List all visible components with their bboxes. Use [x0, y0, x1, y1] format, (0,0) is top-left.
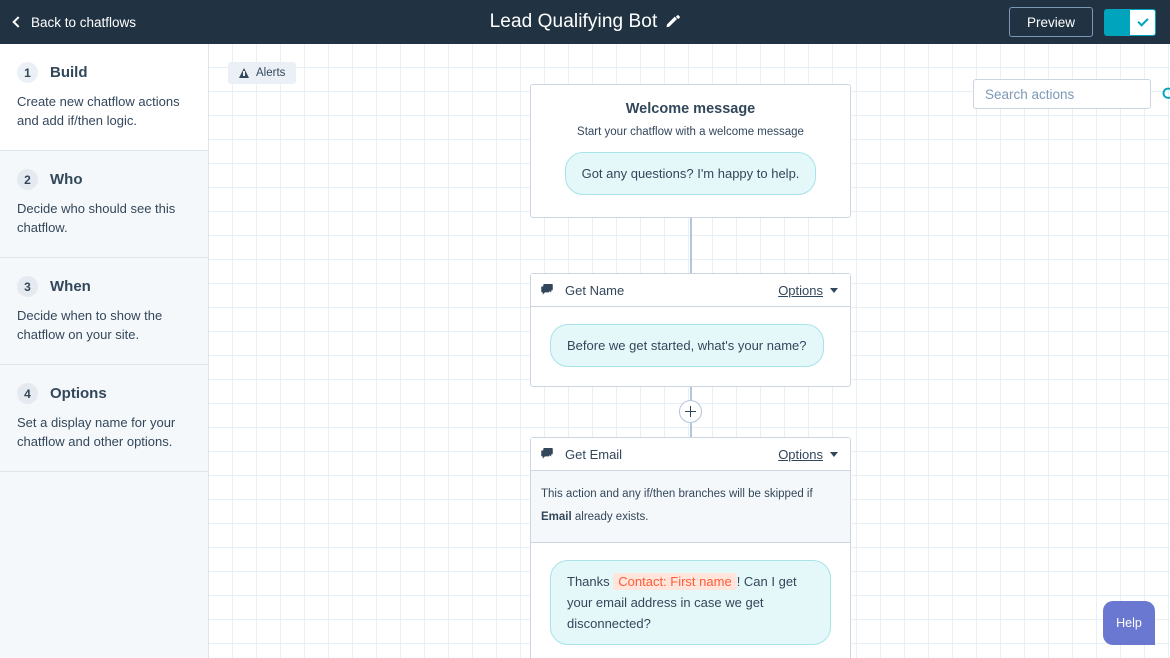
step-number: 4 [17, 383, 38, 404]
toggle-track [1105, 9, 1130, 35]
search-input[interactable] [985, 86, 1162, 102]
pencil-icon-svg [666, 15, 681, 28]
sidebar: 1 Build Create new chatflow actions and … [0, 44, 209, 658]
step-description: Decide who should see this chatflow. [17, 201, 176, 235]
flow-nodes: Welcome message Start your chatflow with… [530, 44, 851, 658]
sidebar-item-build[interactable]: 1 Build Create new chatflow actions and … [0, 44, 208, 151]
chatflow-enabled-toggle[interactable] [1104, 8, 1156, 36]
search-icon-svg [1162, 87, 1170, 99]
get-email-options-dropdown[interactable]: Options [778, 447, 838, 462]
get-email-card-body: Thanks Contact: First name! Can I get yo… [531, 543, 850, 658]
step-number: 2 [17, 169, 38, 190]
title-area: Lead Qualifying Bot [0, 0, 1170, 44]
get-email-skip-note: This action and any if/then branches wil… [531, 471, 850, 543]
options-label: Options [778, 446, 823, 462]
note-prefix: This action and any if/then branches wil… [541, 488, 813, 500]
step-title: When [50, 278, 91, 295]
preview-button[interactable]: Preview [1008, 7, 1093, 37]
alerts-badge[interactable]: Alerts [228, 62, 297, 84]
top-bar-actions: Preview [1008, 0, 1156, 44]
connector-line [689, 423, 692, 437]
get-name-card-title: Get Name [565, 282, 625, 298]
step-title: Options [50, 385, 107, 402]
step-number: 3 [17, 276, 38, 297]
get-name-message-bubble[interactable]: Before we get started, what's your name? [550, 324, 824, 367]
page-title: Lead Qualifying Bot [489, 11, 658, 32]
pencil-icon[interactable] [666, 15, 681, 29]
chat-bubbles-icon-svg [541, 283, 553, 295]
get-name-options-dropdown[interactable]: Options [778, 283, 838, 298]
search-actions-box[interactable] [973, 79, 1170, 109]
get-email-card-title: Get Email [565, 446, 623, 462]
step-title: Build [50, 64, 88, 81]
sidebar-item-when[interactable]: 3 When Decide when to show the chatflow … [0, 258, 208, 365]
top-bar: Back to chatflows Lead Qualifying Bot Pr… [0, 0, 1170, 44]
get-name-card-header: Get Name Options [531, 274, 850, 307]
step-description: Create new chatflow actions and add if/t… [17, 94, 180, 128]
step-description: Set a display name for your chatflow and… [17, 415, 176, 449]
sidebar-item-who[interactable]: 2 Who Decide who should see this chatflo… [0, 151, 208, 258]
step-header: 2 Who [17, 169, 191, 190]
warning-triangle-icon [239, 68, 249, 78]
message-prefix: Thanks [567, 574, 614, 589]
welcome-message-title: Welcome message [625, 101, 756, 117]
chevron-down-icon [830, 451, 838, 457]
get-email-card-header: Get Email Options [531, 438, 850, 471]
personalization-token[interactable]: Contact: First name [613, 573, 737, 590]
step-header: 1 Build [17, 62, 191, 83]
options-label: Options [778, 282, 823, 298]
message-suffix: ! Can I get your email address in case w… [567, 574, 797, 631]
chevron-down-icon [830, 287, 838, 293]
welcome-message-bubble[interactable]: Got any questions? I'm happy to help. [564, 152, 817, 195]
get-name-card-header-left: Get Name [541, 283, 624, 298]
chat-bubbles-icon [541, 283, 556, 297]
help-button[interactable]: Help [1103, 601, 1155, 645]
step-title: Who [50, 171, 83, 188]
chat-bubbles-icon-svg [541, 447, 553, 459]
step-header: 4 Options [17, 383, 191, 404]
chat-bubbles-icon [541, 447, 556, 461]
connector-line [689, 218, 692, 273]
back-to-chatflows-link[interactable]: Back to chatflows [12, 14, 137, 30]
search-icon[interactable] [1162, 87, 1170, 102]
get-email-card-header-left: Get Email [541, 447, 622, 462]
welcome-message-subtitle: Start your chatflow with a welcome messa… [577, 126, 804, 138]
step-description: Decide when to show the chatflow on your… [17, 308, 163, 342]
note-suffix: already exists. [571, 511, 649, 523]
back-link-label: Back to chatflows [31, 14, 137, 30]
get-name-card[interactable]: Get Name Options Before we get started, … [530, 273, 851, 387]
step-number: 1 [17, 62, 38, 83]
chevron-left-icon [12, 15, 24, 28]
plus-icon [689, 406, 692, 417]
welcome-message-card[interactable]: Welcome message Start your chatflow with… [530, 84, 851, 218]
get-email-card[interactable]: Get Email Options This action and any if… [530, 437, 851, 658]
check-icon [1136, 14, 1149, 27]
get-name-card-body: Before we get started, what's your name? [531, 307, 850, 386]
toggle-knob [1130, 9, 1155, 35]
add-action-after-get-name[interactable] [679, 400, 702, 423]
alerts-label: Alerts [256, 67, 286, 79]
sidebar-item-options[interactable]: 4 Options Set a display name for your ch… [0, 365, 208, 472]
step-header: 3 When [17, 276, 191, 297]
connector-line [689, 387, 692, 400]
get-email-message-bubble[interactable]: Thanks Contact: First name! Can I get yo… [550, 560, 831, 645]
flow-canvas[interactable]: Alerts Welcome message Start your chatfl… [209, 44, 1170, 658]
note-bold-term: Email [541, 511, 572, 523]
